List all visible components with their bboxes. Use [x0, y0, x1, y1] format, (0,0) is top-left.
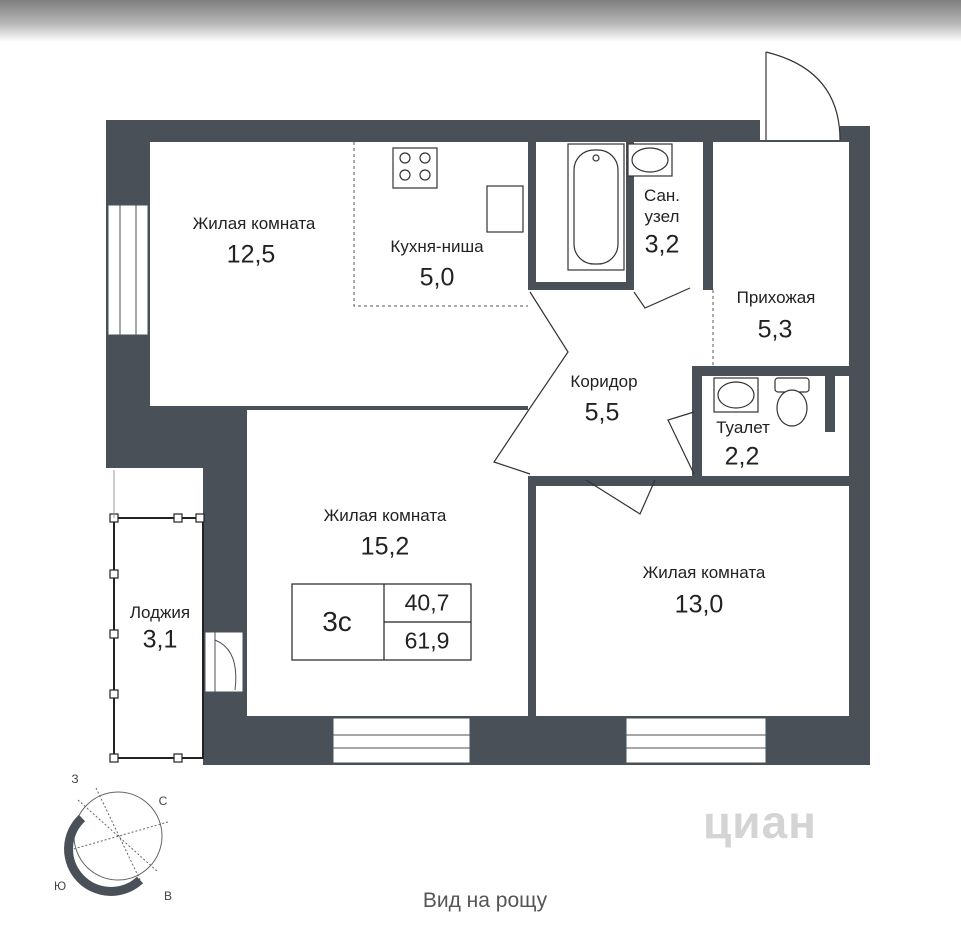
view-label: Вид на рощу [422, 889, 548, 912]
room-name-corridor: Коридор [570, 372, 638, 391]
stove [392, 147, 438, 189]
room-area-toilet: 2,2 [724, 442, 760, 471]
toilet-bowl [774, 377, 810, 427]
room-name-living-3: Жилая комната [642, 563, 766, 582]
partition-wall [528, 476, 536, 716]
partition-wall [692, 366, 702, 476]
room-area-hall: 5,3 [757, 315, 793, 344]
room-name-living-2: Жилая комната [323, 506, 447, 525]
window-bottom-1 [332, 717, 471, 764]
entrance-door [765, 51, 841, 141]
summary-box [291, 583, 472, 661]
room-floor [536, 486, 849, 716]
partition-wall [203, 410, 247, 765]
room-name-living-1: Жилая комната [192, 214, 316, 233]
partition-wall [626, 142, 634, 292]
loggia-posts [109, 513, 205, 763]
compass-rose [64, 787, 169, 896]
partition-wall [825, 376, 835, 432]
door-swings [493, 287, 695, 515]
top-shadow-bar [0, 0, 961, 42]
room-name-bath-line2: узел [644, 207, 680, 226]
room-area-corridor: 5,5 [584, 398, 620, 427]
compass-north: С [158, 794, 168, 808]
room-floor [713, 142, 849, 366]
partition-wall [150, 406, 528, 410]
bathtub [567, 143, 625, 271]
room-name-toilet: Туалет [716, 418, 770, 437]
balcony-door [204, 631, 244, 693]
partition-wall [849, 142, 870, 765]
compass-west: З [71, 772, 79, 786]
partition-wall [528, 142, 536, 290]
watermark-logo: циан [703, 796, 817, 848]
total-area-value: 61,9 [404, 627, 450, 654]
sink-cabinet [486, 185, 524, 233]
corridor-floor [528, 290, 713, 476]
washbasin-toilet [713, 377, 759, 413]
living-area-value: 40,7 [404, 589, 450, 616]
room-name-hall: Прихожая [736, 288, 816, 307]
partition-wall [536, 476, 586, 486]
partition-wall [536, 282, 632, 290]
room-area-living-2: 15,2 [360, 532, 410, 561]
room-name-kitchen: Кухня-ниша [390, 237, 484, 256]
room-area-loggia: 3,1 [142, 625, 178, 654]
compass-east: В [163, 889, 173, 903]
room-area-bath: 3,2 [644, 230, 680, 259]
partition-wall [692, 366, 849, 376]
window-left [107, 204, 149, 336]
room-area-living-3: 13,0 [674, 590, 724, 619]
room-area-kitchen: 5,0 [419, 263, 455, 292]
washbasin-bath [627, 143, 673, 177]
compass-south: Ю [53, 879, 67, 893]
partition-wall [655, 476, 849, 486]
partition-wall [703, 142, 713, 292]
room-floor [247, 410, 528, 716]
room-name-bath-line1: Сан. [643, 186, 681, 205]
room-floor [150, 142, 528, 406]
room-area-living-1: 12,5 [226, 240, 276, 269]
kitchen-niche-outline [353, 142, 528, 307]
window-bottom-2 [625, 717, 767, 764]
room-name-loggia: Лоджия [129, 603, 191, 622]
apartment-type: 3с [322, 606, 352, 637]
